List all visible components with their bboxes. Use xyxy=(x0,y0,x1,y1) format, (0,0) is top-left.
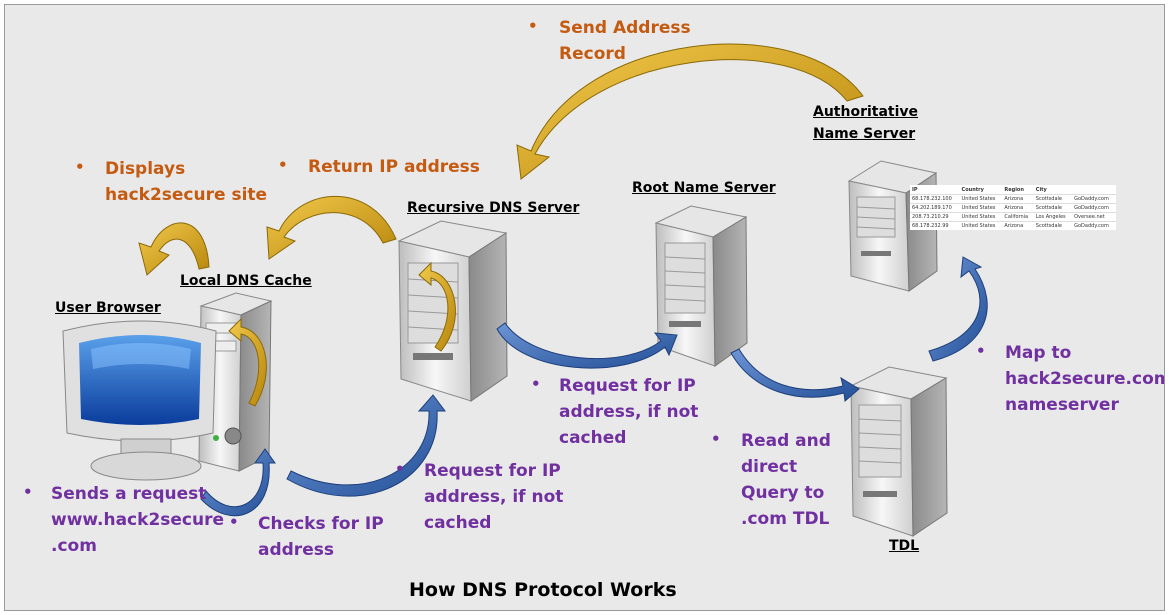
bullet-icon: • xyxy=(976,342,986,360)
label-tdl: TDL xyxy=(889,538,920,554)
ip-table-header-cell xyxy=(1072,185,1116,195)
label-root-server: Root Name Server xyxy=(632,180,776,196)
step-checks-ip: Checks for IP address xyxy=(258,514,384,560)
ip-table-cell: United States xyxy=(959,212,1003,222)
ip-table-cell: GoDaddy.com xyxy=(1072,194,1116,204)
bullet-icon: • xyxy=(528,17,538,35)
arrow-local-cache-loop xyxy=(228,317,267,407)
bullet-icon: • xyxy=(531,375,541,393)
bullet-icon: • xyxy=(23,483,33,501)
ip-table-cell: Los Angeles xyxy=(1033,212,1073,222)
bullet-icon: • xyxy=(395,460,405,478)
ip-table-cell: Scottsdale xyxy=(1033,194,1073,204)
ip-table-header-cell: City xyxy=(1035,186,1047,193)
bullet-icon: • xyxy=(278,156,288,174)
ip-table-row: 64.202.189.170 United States Arizona Sco… xyxy=(910,203,1116,213)
bullet-icon: • xyxy=(75,158,85,176)
ip-table-cell: Arizona xyxy=(1002,203,1034,213)
step-request-recursive: Request for IP address, if not cached xyxy=(424,461,564,533)
step-map-to-nameserver: Map to hack2secure.com nameserver xyxy=(1005,343,1165,415)
step-read-direct: Read and direct Query to .com TDL xyxy=(741,431,831,529)
diagram-artwork xyxy=(62,43,988,537)
arrow-checks-ip xyxy=(200,448,276,517)
label-local-dns-cache: Local DNS Cache xyxy=(180,273,312,289)
ip-table-header-cell: Country xyxy=(961,186,984,193)
ip-record-table: IP Country Region City 68.178.232.100 Un… xyxy=(910,185,1116,230)
ip-table-cell: 208.73.210.29 xyxy=(910,212,960,222)
ip-table-cell: United States xyxy=(959,194,1003,204)
ip-table-cell: United States xyxy=(959,203,1003,213)
root-server-icon xyxy=(654,205,748,367)
arrow-request-to-recursive xyxy=(286,394,446,497)
ip-table-cell: Scottsdale xyxy=(1033,221,1073,230)
label-recursive-server: Recursive DNS Server xyxy=(407,200,580,216)
ip-table-header: IP Country Region City xyxy=(910,185,1116,195)
bullet-icon: • xyxy=(229,513,239,531)
arrow-request-to-root xyxy=(496,322,678,369)
ip-table-cell: Arizona xyxy=(1002,221,1034,230)
ip-table-cell: Oversee.net xyxy=(1072,212,1116,222)
label-user-browser: User Browser xyxy=(55,300,161,316)
ip-table-row: 68.178.232.99 United States Arizona Scot… xyxy=(910,221,1116,230)
arrow-return-ip xyxy=(266,195,397,260)
ip-table-cell: 68.178.232.100 xyxy=(910,194,960,204)
ip-table-cell: 68.178.232.99 xyxy=(910,221,960,230)
monitor-icon xyxy=(62,320,217,481)
ip-table-cell: Scottsdale xyxy=(1033,203,1073,213)
ip-table-header-cell: Region xyxy=(1004,186,1024,193)
bullet-icon: • xyxy=(711,430,721,448)
arrow-root-to-tdl xyxy=(730,348,860,402)
ip-table-row: 208.73.210.29 United States California L… xyxy=(910,212,1116,222)
tdl-server-icon xyxy=(849,366,948,537)
ip-table-cell: California xyxy=(1002,212,1034,222)
diagram-canvas: IP Country Region City 68.178.232.100 Un… xyxy=(4,4,1165,611)
ip-table-cell: Arizona xyxy=(1002,194,1034,204)
arrow-displays-site xyxy=(138,222,210,276)
step-return-ip: Return IP address xyxy=(308,157,480,177)
arrow-send-address-record xyxy=(516,43,864,180)
ip-table-cell: GoDaddy.com xyxy=(1072,221,1116,230)
step-request-root: Request for IP address, if not cached xyxy=(559,376,699,448)
step-displays-site: Displays hack2secure site xyxy=(105,159,268,205)
label-authoritative-server: Authoritative Name Server xyxy=(813,104,919,142)
ip-table-cell: 64.202.189.170 xyxy=(910,203,960,213)
diagram-caption: How DNS Protocol Works xyxy=(409,579,677,601)
ip-table-header-cell: IP xyxy=(912,186,918,193)
step-send-address-record: Send Address Record xyxy=(559,18,691,64)
ip-table-row: 68.178.232.100 United States Arizona Sco… xyxy=(910,194,1116,204)
arrow-recursive-loop xyxy=(418,261,456,352)
ip-table-cell: United States xyxy=(959,221,1003,230)
arrow-tdl-to-authoritative xyxy=(928,256,988,362)
step-sends-request: Sends a request www.hack2secure .com xyxy=(51,484,225,556)
ip-table-cell: GoDaddy.com xyxy=(1072,203,1116,213)
